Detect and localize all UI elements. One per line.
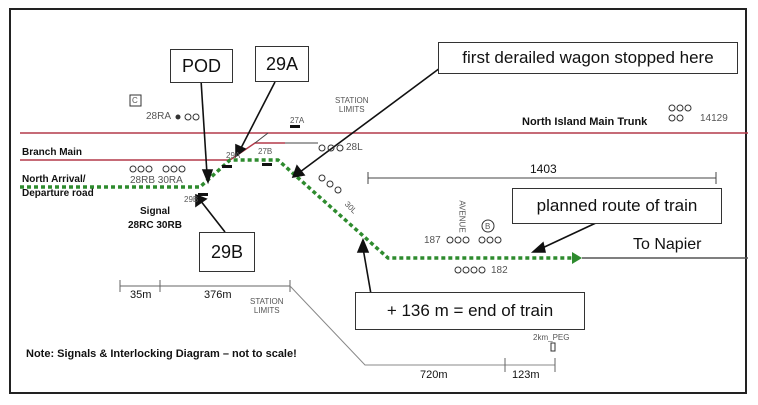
route-arrowhead (572, 252, 582, 264)
signal-182-text: 182 (491, 265, 508, 276)
point-27b-text: 27B (258, 147, 273, 156)
point-27b (262, 163, 272, 166)
b-circle-symbol (481, 219, 495, 233)
signal-14129-head-2 (676, 104, 684, 112)
signal-14129-head-4 (668, 114, 676, 122)
derailed-callout: first derailed wagon stopped here (438, 42, 738, 74)
signal-182-head-1 (454, 266, 462, 274)
signal-28rb-head-2 (137, 165, 145, 173)
planned-leader (537, 221, 599, 251)
p29b-leader (199, 199, 226, 233)
avenue-text: AVENUE (457, 200, 467, 233)
signal-182-head-4 (478, 266, 486, 274)
km-peg-marker (550, 342, 556, 352)
p29b-callout: 29B (199, 232, 255, 272)
station-limits-text: STATION LIMITS (335, 96, 369, 114)
dim-1403-label: 1403 (530, 162, 557, 176)
b-circle-text: B (485, 222, 491, 231)
c-box-text: C (132, 96, 138, 105)
signal-28ra-light (175, 114, 181, 120)
signal-30ra-head-3 (178, 165, 186, 173)
point-29b (198, 193, 208, 196)
dim-720-label: 720m (420, 369, 448, 381)
pod-callout: POD (170, 49, 233, 83)
signal-28rb-30ra-text: 28RB 30RA (130, 175, 183, 186)
planned-route (20, 158, 572, 260)
p29a-leader (239, 81, 276, 151)
signal-ids-label: 28RC 30RB (128, 220, 182, 231)
signal-187-head-6 (494, 236, 502, 244)
north-arrival-label-1: North Arrival/ (22, 174, 86, 185)
signal-182-head-3 (470, 266, 478, 274)
signal-30l-head-3 (334, 186, 342, 194)
planned-leader-head (530, 241, 546, 253)
signal-28ra-text: 28RA (146, 111, 172, 122)
signal-28l-head-3 (336, 144, 344, 152)
p29a-callout: 29A (255, 46, 309, 82)
signal-28ra-head-2 (192, 113, 200, 121)
signal-28ra-head-1 (184, 113, 192, 121)
pod-leader-head (201, 169, 214, 185)
derailed-leader-head (291, 164, 306, 179)
crossover-track (254, 132, 269, 144)
signal-28l-head-2 (327, 144, 335, 152)
signal-187-head-1 (446, 236, 454, 244)
end-train-leader (362, 247, 373, 301)
point-29a (222, 165, 232, 168)
signal-14129-head-1 (668, 104, 676, 112)
signal-187-head-2 (454, 236, 462, 244)
nimt-label: North Island Main Trunk (522, 116, 648, 128)
signal-30l-head-1 (318, 174, 326, 182)
point-27a-text: 27A (290, 116, 305, 125)
signal-187-text: 187 (424, 235, 441, 246)
dim-376-label: 376m (204, 289, 232, 301)
north-arrival-label-2: Departure road (22, 188, 94, 199)
point-29a-text: 29A (226, 151, 241, 160)
signal-187-head-4 (478, 236, 486, 244)
pod-leader (200, 79, 208, 175)
signal-182-head-2 (462, 266, 470, 274)
signal-28l-text: 28L (346, 142, 363, 153)
planned-route-callout: planned route of train (512, 188, 722, 224)
note-label: Note: Signals & Interlocking Diagram – n… (26, 348, 297, 360)
signal-28rb-head-3 (145, 165, 153, 173)
dim-35-label: 35m (130, 289, 152, 301)
signal-28rb-head-1 (129, 165, 137, 173)
end-train-leader-head (356, 237, 370, 253)
p29a-leader-head (235, 143, 247, 158)
signal-30ra-head-1 (162, 165, 170, 173)
end-of-train-callout: + 136 m = end of train (355, 292, 585, 330)
dim-123-label: 123m (512, 369, 540, 381)
signal-30ra-head-2 (170, 165, 178, 173)
p29b-leader-head (195, 193, 208, 208)
to-napier-label: To Napier (633, 236, 702, 253)
signal-187-head-3 (462, 236, 470, 244)
signal-187-head-5 (486, 236, 494, 244)
c-box-symbol (129, 94, 142, 107)
derailed-leader (299, 67, 441, 173)
signal-28l-head-1 (318, 144, 326, 152)
boundary-diagonal (289, 285, 555, 366)
signal-14129-head-3 (684, 104, 692, 112)
station-limits-2-text: STATION LIMITS (250, 297, 284, 315)
km-peg-text: 2km_PEG (533, 333, 570, 342)
signal-label: Signal (140, 206, 171, 217)
signal-14129-head-5 (676, 114, 684, 122)
signal-14129-text: 14129 (700, 113, 728, 124)
signal-30l-head-2 (326, 180, 334, 188)
point-27a (290, 125, 300, 128)
branch-main-label: Branch Main (22, 147, 83, 158)
point-29b-text: 29B (184, 195, 199, 204)
